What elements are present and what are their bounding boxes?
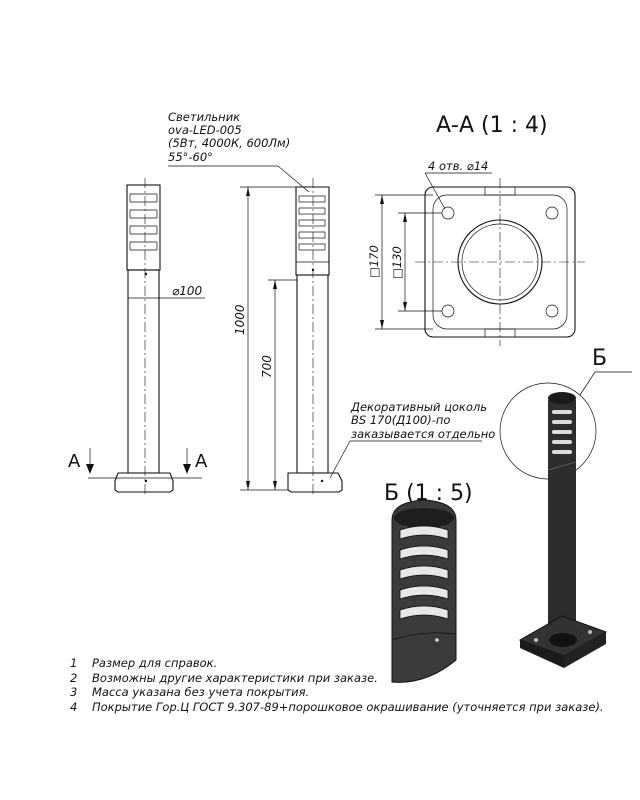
- base-label-2: BS 170(Д100)-по: [351, 413, 450, 427]
- note-item: 2 Возможны другие характеристики при зак…: [70, 670, 378, 685]
- section-mark-left: А: [68, 451, 81, 472]
- base-label-1: Декоративный цоколь: [350, 400, 487, 414]
- luminaire-label-4: 55°-60°: [168, 150, 213, 164]
- luminaire-label-1: Светильник: [168, 110, 240, 124]
- luminaire-label-3: (5Вт, 4000К, 600Лм): [168, 136, 290, 150]
- diameter-dimension-label: ⌀100: [172, 284, 202, 298]
- main-elevation-view: 1000 700: [168, 165, 482, 495]
- section-title: А-А (1 : 4): [436, 113, 548, 138]
- base-label-3: заказывается отдельно: [351, 427, 495, 441]
- note-item: 3 Масса указана без учета покрытия.: [70, 685, 310, 699]
- detail-mark: Б: [592, 346, 607, 371]
- square-inner-dimension: □130: [390, 246, 404, 279]
- note-item: 1 Размер для справок.: [70, 656, 218, 670]
- isometric-view: Б: [499, 346, 632, 668]
- holes-dimension-label: 4 отв. ⌀14: [428, 159, 488, 173]
- notes-list: 1 Размер для справок. 2 Возможны другие …: [70, 656, 630, 714]
- left-elevation-view: ⌀100 А А: [68, 178, 208, 495]
- square-outer-dimension: □170: [367, 245, 381, 278]
- section-mark-right: А: [195, 451, 208, 472]
- total-height-dimension: 1000: [233, 304, 247, 335]
- luminaire-label-2: ova-LED-005: [168, 123, 242, 137]
- lower-height-dimension: 700: [260, 355, 274, 378]
- note-item: 4 Покрытие Гор.Ц ГОСТ 9.307-89+порошково…: [70, 699, 604, 714]
- detail-b-view: Б (1 : 5): [384, 481, 473, 683]
- section-a-a-view: А-А (1 : 4) 4 отв. ⌀14 □170 □130: [367, 113, 585, 346]
